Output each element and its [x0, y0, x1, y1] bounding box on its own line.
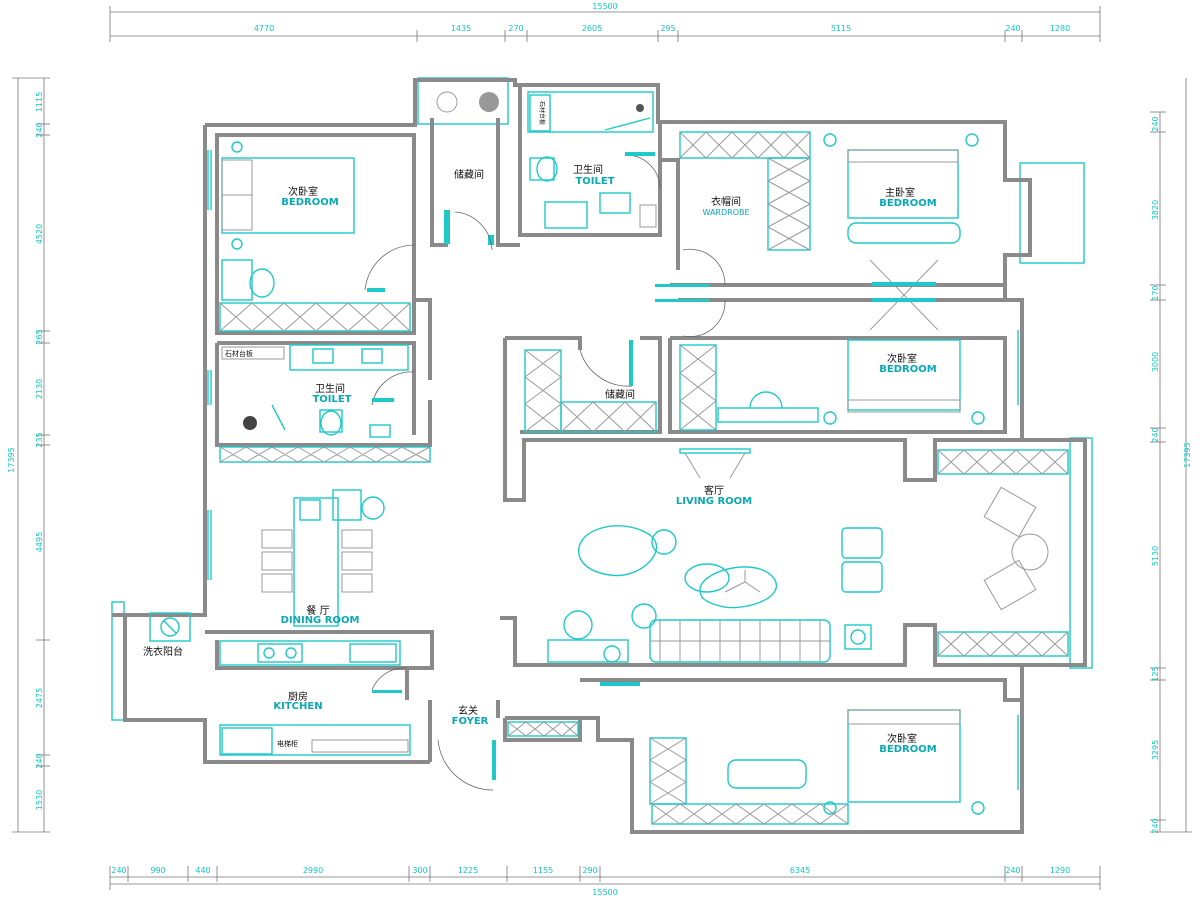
dim-right-9: 240	[1151, 818, 1160, 833]
label-bedroom-e-en: BEDROOM	[879, 364, 936, 375]
dim-top-7: 240	[1005, 24, 1020, 33]
storage-items-north	[436, 91, 499, 245]
dim-left-2: 240	[35, 122, 44, 137]
bed-se	[649, 709, 985, 825]
dim-bottom-3: 440	[195, 866, 210, 875]
dim-right-5: 240	[1151, 427, 1160, 442]
dim-left-4: 265	[35, 329, 44, 344]
hall-cabinets	[219, 446, 431, 463]
label-wardrobe-cn: 衣帽间	[711, 195, 741, 208]
storage-mid-cabinets	[524, 344, 717, 433]
dim-left-10: 1530	[35, 790, 44, 810]
bed-master	[823, 133, 979, 331]
label-master-cn: 主卧室	[885, 186, 915, 199]
label-living-en: LIVING ROOM	[676, 496, 752, 507]
label-kitchen-cn: 厨房	[288, 690, 308, 703]
label-bedroom-e-cn: 次卧室	[887, 352, 917, 365]
dim-top-1: 4770	[254, 24, 274, 33]
dim-right-6: 5130	[1151, 546, 1160, 566]
left-dimension-lines	[12, 77, 50, 833]
label-foyer-cn: 玄关	[458, 704, 478, 717]
dim-left-8: 2475	[35, 688, 44, 708]
dim-left-6: 235	[35, 432, 44, 447]
top-dimension-lines	[109, 6, 1101, 42]
dim-left-total: 17395	[7, 447, 16, 472]
label-foyer-en: FOYER	[452, 716, 489, 727]
dim-bottom-2: 990	[150, 866, 165, 875]
wardrobe-nw	[219, 302, 411, 332]
dim-left-9: 240	[35, 753, 44, 768]
bottom-dimension-lines	[109, 866, 1101, 890]
foyer-cabinet	[507, 721, 579, 737]
dim-top-3: 270	[508, 24, 523, 33]
dim-top-8: 1280	[1050, 24, 1070, 33]
right-dimension-lines	[1150, 78, 1192, 833]
toilet-w-fixture-label: 石材台板	[225, 349, 253, 358]
dim-top-4: 2605	[582, 24, 602, 33]
label-storage-mid-cn: 储藏间	[605, 388, 635, 401]
toilet-bowl-nw	[221, 259, 275, 301]
dim-right-7: 125	[1151, 666, 1160, 681]
doors	[364, 152, 726, 791]
toilet-north-fixtures: 石材台板	[527, 91, 657, 229]
label-toilet-w-cn: 卫生间	[315, 382, 345, 395]
dim-bottom-10: 240	[1005, 866, 1020, 875]
dim-top-total: 15500	[592, 2, 617, 11]
dim-right-2: 3820	[1151, 200, 1160, 220]
label-dining-cn: 餐 厅	[306, 604, 329, 617]
living-furniture	[547, 448, 1069, 663]
label-living-cn: 客厅	[704, 484, 724, 497]
dim-top-6: 5115	[831, 24, 851, 33]
dim-left-5: 2130	[35, 379, 44, 399]
toilet-n-fixture-label: 石材台板	[538, 101, 546, 125]
label-toilet-n-en: TOILET	[575, 176, 614, 187]
bed-nw	[221, 141, 355, 250]
label-laundry-cn: 洗衣阳台	[143, 645, 183, 658]
dim-left-1: 1115	[35, 92, 44, 112]
dim-right-total: 17395	[1183, 442, 1192, 467]
dim-bottom-total: 15500	[592, 888, 617, 897]
kitchen-counters: 电梯柜	[219, 640, 411, 756]
wardrobe-cabinets	[679, 131, 811, 251]
dim-bottom-8: 290	[582, 866, 597, 875]
washing-machine	[149, 612, 191, 642]
dim-bottom-11: 1290	[1050, 866, 1070, 875]
walls	[112, 78, 1087, 834]
toilet-west-fixtures: 石材台板	[221, 344, 409, 438]
dim-top-5: 295	[660, 24, 675, 33]
dim-bottom-9: 6345	[790, 866, 810, 875]
dim-top-2: 1435	[451, 24, 471, 33]
label-storage-n-cn: 储藏间	[454, 168, 484, 181]
dim-bottom-4: 2990	[303, 866, 323, 875]
dim-right-1: 240	[1151, 116, 1160, 131]
label-bedroom-nw-cn: 次卧室	[288, 185, 318, 198]
label-dining-en: DINING ROOM	[281, 615, 360, 626]
dim-bottom-1: 240	[111, 866, 126, 875]
dim-bottom-6: 1225	[458, 866, 478, 875]
label-bedroom-se-en: BEDROOM	[879, 744, 936, 755]
dim-left-7: 4495	[35, 532, 44, 552]
dim-right-3: 170	[1151, 285, 1160, 300]
label-toilet-n-cn: 卫生间	[573, 163, 603, 176]
dim-bottom-5: 300	[412, 866, 427, 875]
bed-east	[717, 339, 985, 425]
dim-right-8: 3295	[1151, 740, 1160, 760]
dining-table	[261, 489, 385, 627]
kitchen-fixture-label: 电梯柜	[277, 739, 298, 748]
dim-left-3: 4520	[35, 224, 44, 244]
label-bedroom-se-cn: 次卧室	[887, 732, 917, 745]
label-master-en: BEDROOM	[879, 198, 936, 209]
label-bedroom-nw-en: BEDROOM	[281, 197, 338, 208]
dim-bottom-7: 1155	[533, 866, 553, 875]
label-wardrobe-en: WARDROBE	[702, 208, 749, 217]
label-toilet-w-en: TOILET	[312, 394, 351, 405]
label-kitchen-en: KITCHEN	[273, 701, 322, 712]
dim-right-4: 3000	[1151, 352, 1160, 372]
